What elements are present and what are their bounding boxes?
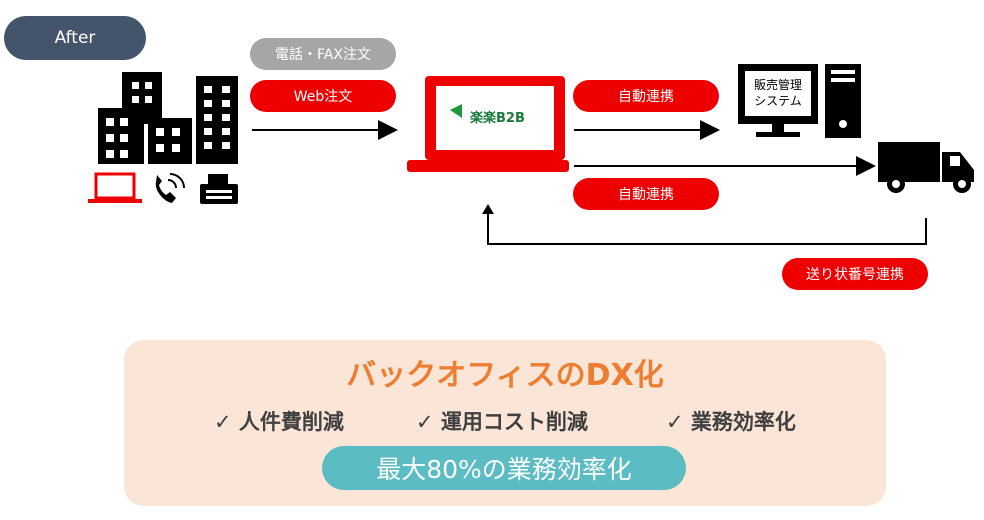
delivery-truck-icon [878,142,974,193]
auto-link-pill-top: 自動連携 [573,80,719,112]
computer-monitor-icon [738,64,818,137]
screen-text-line2: システム [754,94,802,108]
auto-link-pill-bottom: 自動連携 [573,178,719,210]
sales-system-screen-text: 販売管理 システム [746,77,810,109]
laptop-icon [88,172,142,203]
summary-title: バックオフィスのDX化 [346,358,664,393]
tracking-number-link-pill: 送り状番号連携 [782,258,928,290]
screen-text-line1: 販売管理 [753,78,802,92]
phone-fax-order-pill: 電話・FAX注文 [250,38,396,70]
office-buildings-icon [98,72,238,164]
pc-tower-icon [825,64,861,138]
rakuraku-b2b-logo: 楽楽B2B [470,111,525,126]
fax-icon [200,174,238,204]
benefit-efficiency: ✓ 業務効率化 [666,410,796,434]
after-badge: After [4,16,146,60]
phone-icon [155,173,185,203]
benefit-operating-cost: ✓ 運用コスト削減 [416,410,588,434]
benefit-labor-cost: ✓ 人件費削減 [214,410,344,434]
laptop-screen-icon [407,76,569,172]
web-order-pill: Web注文 [250,80,396,112]
flow-diagram [88,64,974,245]
efficiency-highlight-pill: 最大80%の業務効率化 [322,446,686,490]
